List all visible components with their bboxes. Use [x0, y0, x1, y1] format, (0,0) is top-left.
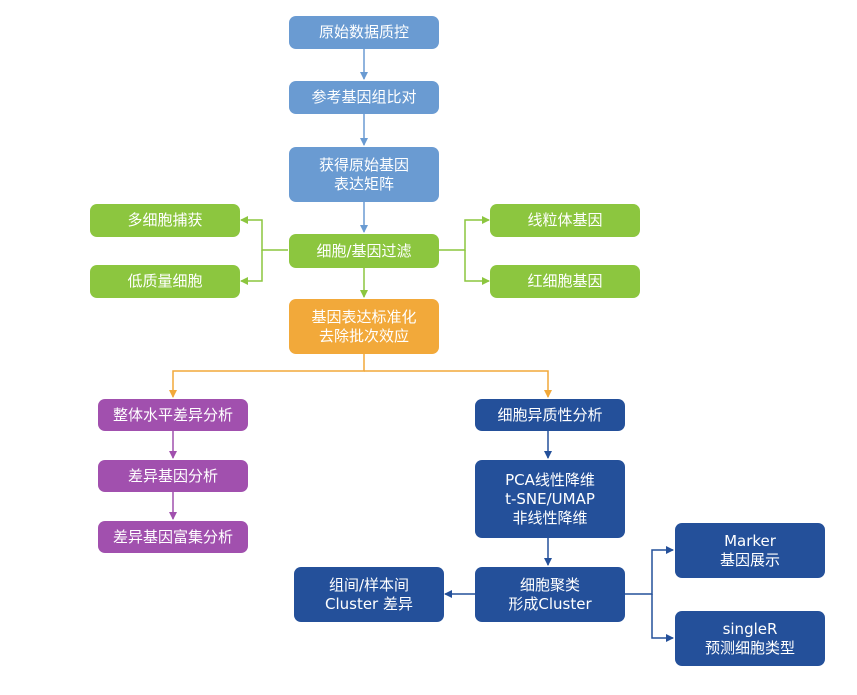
- node-cluster-line1: 细胞聚类: [519, 575, 580, 594]
- node-deg: 差异基因分析: [98, 460, 248, 492]
- node-multiplet-line1: 多细胞捕获: [127, 211, 203, 229]
- node-normalize-line2: 去除批次效应: [318, 326, 409, 345]
- node-filter: 细胞/基因过滤: [289, 234, 439, 268]
- node-hetero: 细胞异质性分析: [475, 399, 625, 431]
- arrow-normalize-overall: [169, 354, 365, 398]
- node-overall-diff-line1: 整体水平差异分析: [112, 405, 233, 424]
- node-singler-line2: 预测细胞类型: [704, 638, 795, 657]
- node-marker: Marker 基因展示: [675, 523, 825, 578]
- node-filter-line1: 细胞/基因过滤: [316, 241, 412, 260]
- node-singler: singleR 预测细胞类型: [675, 611, 825, 666]
- node-singler-line1: singleR: [722, 619, 778, 638]
- arrow-filter-mito: [439, 216, 490, 251]
- node-matrix: 获得原始基因 表达矩阵: [289, 147, 439, 202]
- node-mito: 线粒体基因: [490, 204, 640, 237]
- node-align-line1: 参考基因组比对: [311, 88, 417, 106]
- node-reduce-line2: t-SNE/UMAP: [505, 489, 595, 508]
- node-matrix-line2: 表达矩阵: [333, 174, 394, 193]
- arrow-cluster-singler: [651, 594, 674, 642]
- node-lowquality: 低质量细胞: [90, 265, 240, 298]
- node-qc: 原始数据质控: [289, 16, 439, 49]
- node-deg-line1: 差异基因分析: [127, 466, 218, 485]
- node-reduce-line3: 非线性降维: [512, 508, 588, 527]
- node-lowquality-line1: 低质量细胞: [127, 272, 203, 290]
- node-reduce-line1: PCA线性降维: [505, 470, 595, 489]
- arrow-filter-multiplet: [240, 216, 288, 251]
- arrow-cluster-marker: [624, 546, 674, 595]
- node-multiplet: 多细胞捕获: [90, 204, 240, 237]
- arrow-filter-rbc: [464, 250, 490, 285]
- node-rbc-line1: 红细胞基因: [527, 272, 603, 290]
- node-cluster: 细胞聚类 形成Cluster: [475, 567, 625, 622]
- node-group-diff-line1: 组间/样本间: [328, 575, 410, 594]
- node-mito-line1: 线粒体基因: [527, 211, 603, 229]
- arrow-filter-lowquality: [240, 250, 263, 285]
- node-rbc: 红细胞基因: [490, 265, 640, 298]
- node-marker-line1: Marker: [724, 531, 776, 550]
- node-normalize-line1: 基因表达标准化: [311, 307, 417, 326]
- node-normalize: 基因表达标准化 去除批次效应: [289, 299, 439, 354]
- node-overall-diff: 整体水平差异分析: [98, 399, 248, 431]
- node-qc-line1: 原始数据质控: [318, 23, 409, 41]
- node-align: 参考基因组比对: [289, 81, 439, 114]
- node-reduce: PCA线性降维 t-SNE/UMAP 非线性降维: [475, 460, 625, 538]
- node-group-diff: 组间/样本间 Cluster 差异: [294, 567, 444, 622]
- node-marker-line2: 基因展示: [719, 550, 780, 569]
- arrow-normalize-hetero: [364, 370, 552, 398]
- node-enrich-line1: 差异基因富集分析: [112, 527, 233, 546]
- node-enrich: 差异基因富集分析: [98, 521, 248, 553]
- node-hetero-line1: 细胞异质性分析: [497, 405, 603, 424]
- node-matrix-line1: 获得原始基因: [318, 155, 409, 174]
- node-group-diff-line2: Cluster 差异: [324, 594, 413, 613]
- node-cluster-line2: 形成Cluster: [508, 594, 592, 613]
